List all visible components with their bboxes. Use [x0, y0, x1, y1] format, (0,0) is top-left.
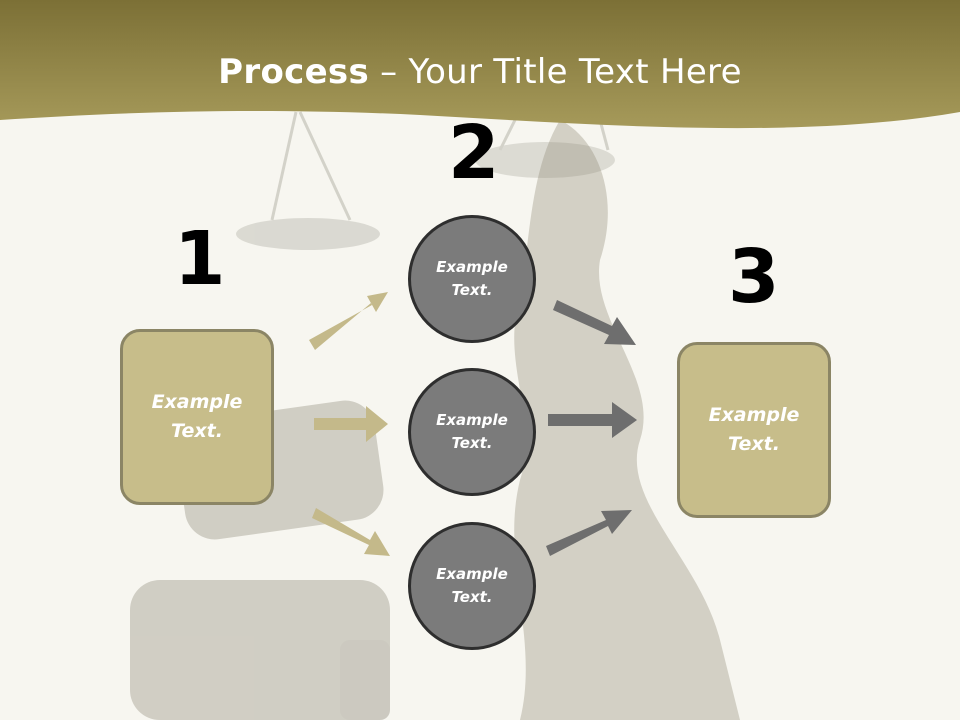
process-circle-middle-text: Example Text.: [436, 411, 508, 452]
arrow-middle-to-right: [548, 402, 637, 438]
process-box-left-text: Example Text.: [151, 391, 243, 442]
step-number-3: 3: [728, 234, 780, 320]
title-banner: [0, 0, 960, 129]
title-rest: – Your Title Text Here: [369, 52, 742, 92]
arrow-top-to-right: [553, 300, 636, 345]
arrow-left-to-bottom: [312, 508, 390, 556]
arrow-left-to-top: [309, 292, 388, 350]
arrow-left-to-middle: [314, 406, 388, 442]
process-box-right-text: Example Text.: [708, 404, 800, 455]
process-box-right: Example Text.: [677, 342, 831, 518]
process-circle-bottom-text: Example Text.: [436, 565, 508, 606]
arrow-bottom-to-right: [546, 510, 632, 556]
step-number-2: 2: [448, 110, 500, 196]
process-circle-middle: Example Text.: [408, 368, 536, 496]
process-circle-bottom: Example Text.: [408, 522, 536, 650]
title-bold: Process: [218, 52, 370, 92]
step-number-1: 1: [174, 216, 226, 302]
process-circle-top: Example Text.: [408, 215, 536, 343]
process-circle-top-text: Example Text.: [436, 258, 508, 299]
scale-illustration: [236, 111, 615, 250]
slide-title: Process – Your Title Text Here: [0, 52, 960, 92]
process-box-left: Example Text.: [120, 329, 274, 505]
